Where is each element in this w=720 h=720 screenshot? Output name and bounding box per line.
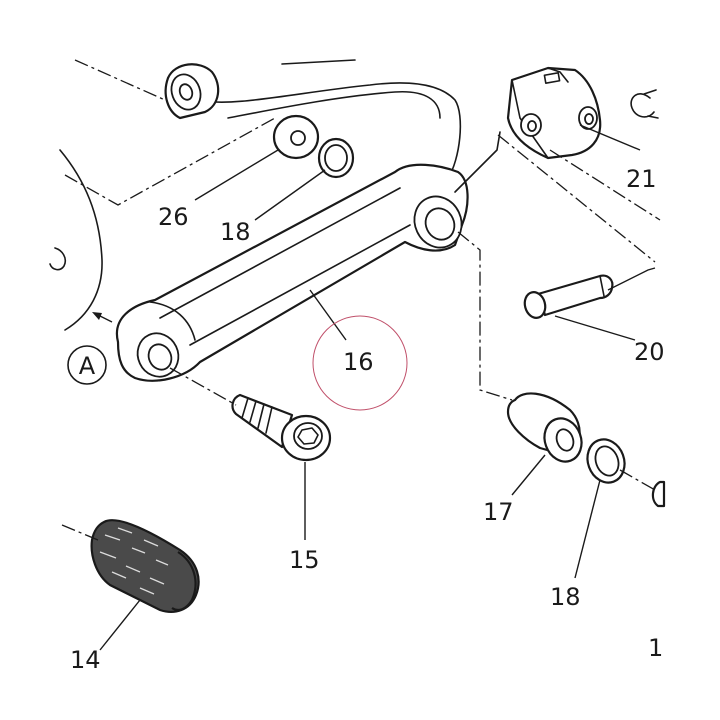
callout-26: 26 [158, 203, 189, 231]
callout-labels: 26 18 21 20 16 15 17 18 14 1 [70, 165, 665, 674]
view-marker-label: A [79, 352, 96, 380]
arrow-head-icon [92, 312, 102, 320]
callout-14: 14 [70, 646, 101, 674]
linkage-rod [454, 131, 501, 193]
callout-1: 1 [648, 634, 663, 662]
circlip [630, 89, 659, 119]
frame-bracket [49, 59, 462, 331]
callout-18-lower: 18 [550, 583, 581, 611]
partial-part-edge [651, 480, 666, 508]
view-marker-a: A [67, 312, 113, 385]
washer-26 [272, 114, 320, 160]
callout-15: 15 [289, 546, 320, 574]
spacer-17 [506, 392, 583, 463]
callout-17: 17 [483, 498, 514, 526]
callout-18-upper: 18 [220, 218, 251, 246]
pin-20 [523, 274, 614, 319]
footpeg-rubber-14 [90, 519, 200, 613]
lever-arm-16 [115, 163, 469, 382]
highlight-circle [312, 315, 408, 411]
center-lines [61, 59, 661, 541]
callout-21: 21 [626, 165, 657, 193]
bolt-15 [231, 393, 332, 462]
upper-bushing [164, 63, 220, 120]
bracket-21 [506, 66, 602, 160]
callout-20: 20 [634, 338, 665, 366]
o-ring-18-upper [317, 137, 355, 179]
leader-lines [99, 124, 656, 651]
o-ring-18-lower [586, 438, 626, 484]
callout-16: 16 [343, 348, 374, 376]
